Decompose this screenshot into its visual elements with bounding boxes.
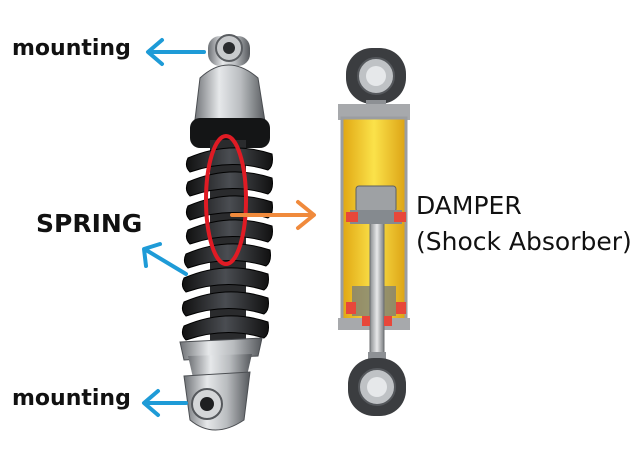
damper-top-eye [346,48,406,108]
coilover-shock-illustration [179,34,273,431]
bottom-mount-eye [183,371,251,431]
damper-seals [346,212,406,326]
damper-cutaway-illustration [338,48,410,416]
highlight-arrow-to-damper [230,200,316,230]
damper-bottom-eye [348,352,406,416]
mounting-label-bottom: mounting [12,386,131,411]
shock-absorber-label: (Shock Absorber) [416,227,632,256]
damper-label: DAMPER [416,191,522,220]
spring-highlight-ellipse [204,134,248,266]
piston-rod [350,185,402,373]
pointer-arrow-mounting-top [146,38,206,66]
top-mount-eye [208,34,250,66]
spring-label: SPRING [36,209,143,238]
mounting-label-top: mounting [12,36,131,61]
pointer-arrow-mounting-bottom [142,389,188,417]
pointer-arrow-spring [142,242,188,276]
